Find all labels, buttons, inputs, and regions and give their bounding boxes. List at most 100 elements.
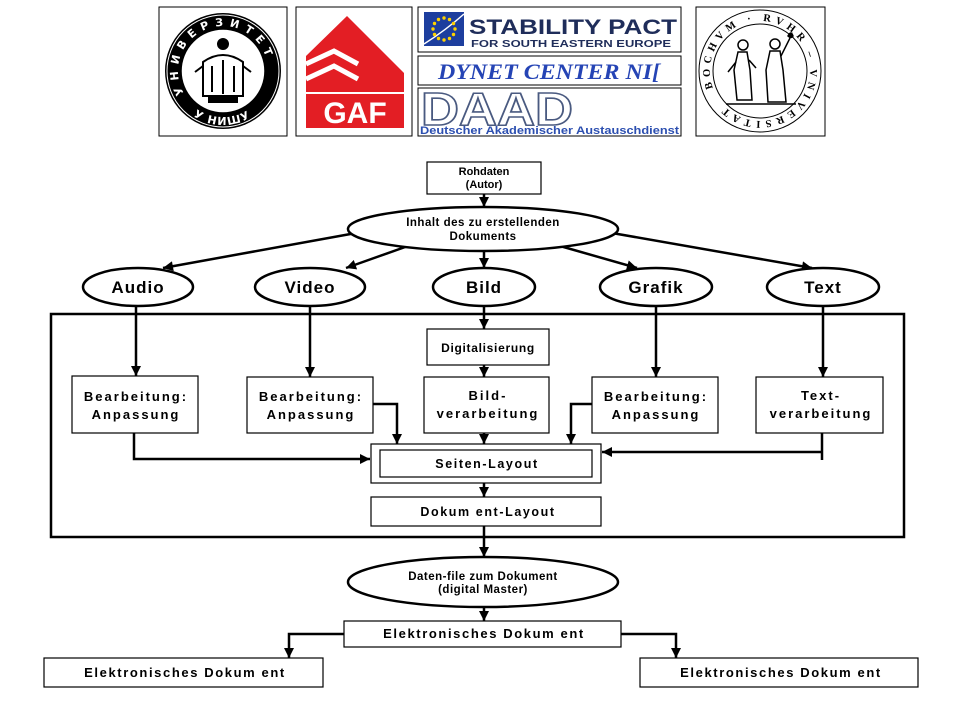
document-layout-box xyxy=(370,496,602,527)
logo-frame xyxy=(417,55,682,86)
digitization-box xyxy=(426,328,550,366)
digitization-label: Digitalisierung xyxy=(441,341,535,355)
output-center-node: Elektronisches Dokum ent xyxy=(343,620,622,648)
eu-flag-star-icon xyxy=(431,27,435,31)
content-line2: Dokuments xyxy=(449,231,516,243)
content-node: Inhalt des zu erstellenden Dokuments xyxy=(346,205,620,253)
connectors xyxy=(131,194,828,658)
media-ellipse-graphic xyxy=(598,266,714,308)
master-node: Daten-file zum Dokument (digital Master) xyxy=(346,555,620,609)
eu-flag-star-icon xyxy=(447,36,452,41)
text-processing-box xyxy=(755,376,884,434)
stability-pact-subtitle: FOR SOUTH EASTERN EUROPE xyxy=(471,38,671,50)
media-ellipse-image xyxy=(431,266,537,308)
arrow-graphic-to-page-layout xyxy=(566,402,592,444)
media-ellipse-text xyxy=(765,266,881,308)
seal-emblem xyxy=(194,38,252,103)
image-processing-node: Bild- verarbeitung xyxy=(423,376,550,434)
arrow-content-to-text xyxy=(611,231,813,272)
master-line1: Daten-file zum Dokument xyxy=(408,571,558,583)
media-ellipse-video xyxy=(253,266,367,308)
page-layout-node: Seiten-Layout xyxy=(370,443,602,484)
eu-flag-swoosh xyxy=(423,13,465,45)
content-ellipse xyxy=(346,205,620,253)
graphic-processing-line1: Bearbeitung: xyxy=(604,389,708,404)
image-processing-line2: verarbeitung xyxy=(437,406,540,421)
image-processing-line1: Bild- xyxy=(469,388,508,403)
gaf-chevron xyxy=(304,48,360,67)
text-processing-line2: verarbeitung xyxy=(770,406,873,421)
eu-flag-star-icon xyxy=(453,27,457,31)
arrow-output-left xyxy=(284,632,344,658)
gaf-banner xyxy=(306,94,404,128)
seal-figures xyxy=(726,32,796,105)
eu-flag-star-icon xyxy=(432,32,437,37)
document-layout-label: Dokum ent-Layout xyxy=(420,505,555,519)
video-processing-line1: Bearbeitung: xyxy=(259,389,363,404)
digitization-node: Digitalisierung xyxy=(426,328,550,366)
graphic-processing-box xyxy=(591,376,719,434)
content-line1: Inhalt des zu erstellenden xyxy=(406,217,560,229)
processing-area-frame xyxy=(49,312,906,539)
arrow-content-to-video xyxy=(345,244,409,270)
source-line2: (Autor) xyxy=(466,179,503,191)
output-right-node: Elektronisches Dokum ent xyxy=(639,657,919,688)
eu-flag-star-icon xyxy=(442,38,446,42)
seal-ring-line xyxy=(166,14,280,128)
audio-processing-box xyxy=(71,375,199,434)
eu-flag-star-icon xyxy=(436,36,441,41)
university-nis-logo: УНИВЕРЗИТЕТ У НИШУ xyxy=(158,6,288,137)
output-right-box xyxy=(639,657,919,688)
eu-flag-star-icon xyxy=(451,32,456,37)
graphic-processing-line2: Anpassung xyxy=(612,407,701,422)
text-processing-node: Text- verarbeitung xyxy=(755,376,884,434)
daad-logo: DAAD Deutscher Akademischer Austauschdie… xyxy=(417,82,682,137)
output-left-box xyxy=(43,657,324,688)
text-processing-line1: Text- xyxy=(801,388,841,403)
video-processing-node: Bearbeitung: Anpassung xyxy=(246,376,374,434)
seal-outer-ring xyxy=(698,9,822,133)
eu-flag-stars xyxy=(431,16,457,42)
video-processing-line2: Anpassung xyxy=(267,407,356,422)
eu-flag-star-icon xyxy=(442,16,446,20)
seal-inner-ring xyxy=(712,23,808,119)
output-right-label: Elektronisches Dokum ent xyxy=(680,665,882,680)
media-label-image: Bild xyxy=(466,278,502,297)
output-center-label: Elektronisches Dokum ent xyxy=(383,626,585,641)
master-line2: (digital Master) xyxy=(438,584,528,596)
source-line1: Rohdaten xyxy=(459,166,510,178)
stability-pact-title: STABILITY PACT xyxy=(469,16,677,39)
eu-flag-star-icon xyxy=(432,21,437,26)
gaf-chevron xyxy=(304,63,360,82)
eu-flag-star-icon xyxy=(436,17,441,22)
arrow-video-to-page-layout xyxy=(373,402,402,444)
source-box xyxy=(426,161,542,195)
arrow-output-right xyxy=(621,632,681,658)
ruhr-bochum-logo: BOCHVM · RVHR – VNIVERSITAT xyxy=(695,6,826,137)
dynet-logo: DYNET CENTER NI[ xyxy=(417,55,682,86)
graphic-processing-node: Bearbeitung: Anpassung xyxy=(591,376,719,434)
audio-processing-line1: Bearbeitung: xyxy=(84,389,188,404)
stability-pact-logo: STABILITY PACT FOR SOUTH EASTERN EUROPE xyxy=(417,6,682,53)
media-nodes: Audio Video Bild Grafik Text xyxy=(81,266,881,308)
source-node: Rohdaten (Autor) xyxy=(426,161,542,195)
media-label-audio: Audio xyxy=(111,278,164,297)
logo-frame xyxy=(417,87,682,137)
video-processing-box xyxy=(246,376,374,434)
media-label-text: Text xyxy=(804,278,842,297)
eu-flag-star-icon xyxy=(451,21,456,26)
output-center-box xyxy=(343,620,622,648)
output-left-label: Elektronisches Dokum ent xyxy=(84,665,286,680)
arrow-audio-to-page-layout xyxy=(132,433,370,464)
logo-frame xyxy=(695,6,826,137)
audio-processing-node: Bearbeitung: Anpassung xyxy=(71,375,199,434)
media-ellipse-audio xyxy=(81,266,195,308)
daad-subtitle: Deutscher Akademischer Austauschdienst xyxy=(420,125,679,137)
media-label-graphic: Grafik xyxy=(628,278,683,297)
gaf-roof-shape xyxy=(306,16,404,92)
page-layout-label: Seiten-Layout xyxy=(435,457,538,471)
master-ellipse xyxy=(346,555,620,609)
audio-processing-line2: Anpassung xyxy=(92,407,181,422)
arrow-content-to-graphic xyxy=(559,244,638,271)
